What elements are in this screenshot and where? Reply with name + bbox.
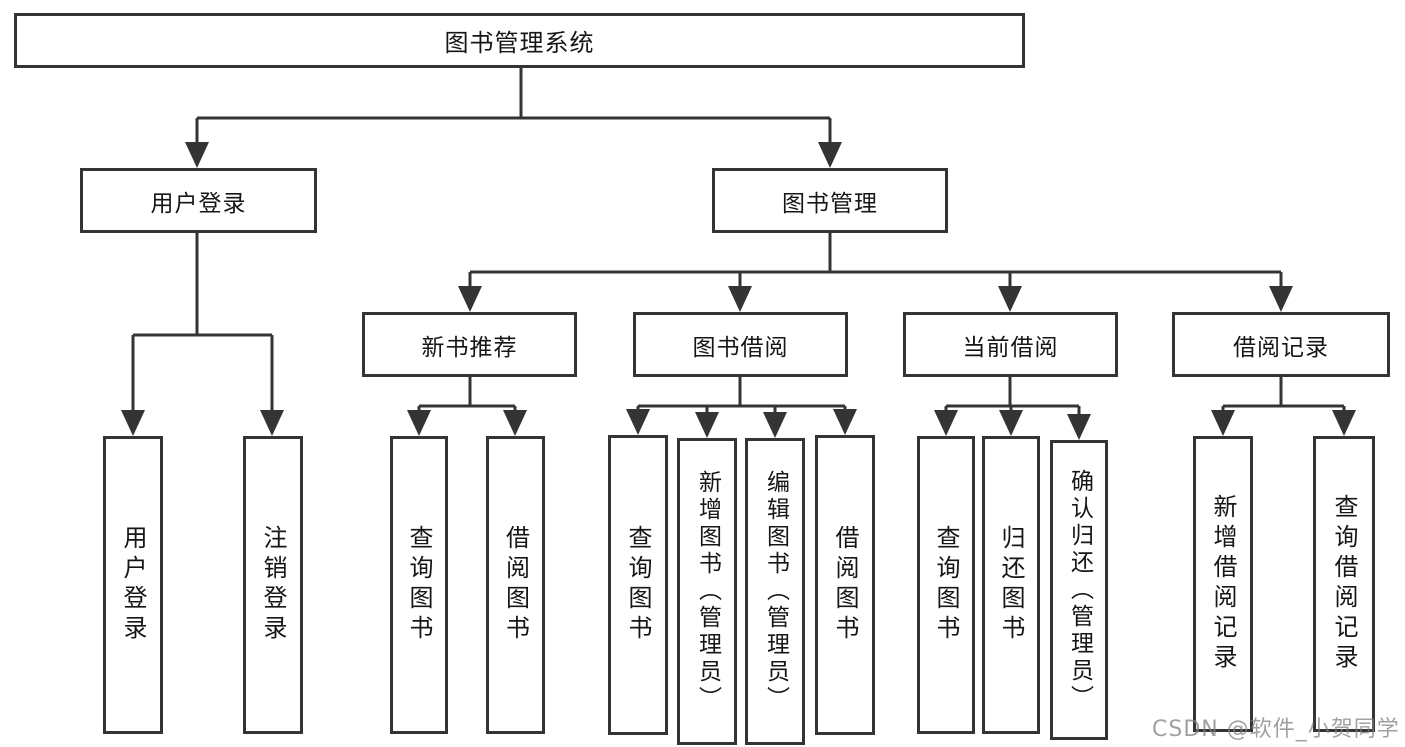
node-root: 图书管理系统 bbox=[14, 13, 1025, 68]
node-borrowing-records: 借阅记录 bbox=[1172, 312, 1390, 377]
leaf-query-books-3-label: 查询图书 bbox=[932, 525, 960, 645]
csdn-watermark: CSDN @软件_小贺同学 bbox=[1152, 717, 1400, 742]
leaf-borrow-books-1-label: 借阅图书 bbox=[501, 525, 530, 645]
leaf-add-books-admin-label: 新增图书（管理员） bbox=[694, 470, 721, 713]
node-root-label: 图书管理系统 bbox=[444, 29, 595, 57]
leaf-query-books-2-label: 查询图书 bbox=[624, 525, 652, 645]
node-new-book-recommend: 新书推荐 bbox=[362, 312, 577, 377]
leaf-return-books: 归还图书 bbox=[982, 436, 1040, 734]
node-borrowing-records-label: 借阅记录 bbox=[1233, 334, 1329, 361]
node-user-login: 用户登录 bbox=[80, 168, 317, 233]
node-book-management-label: 图书管理 bbox=[782, 190, 878, 217]
leaf-edit-books-admin: 编辑图书（管理员） bbox=[745, 438, 805, 745]
node-book-borrowing: 图书借阅 bbox=[633, 312, 848, 377]
node-book-management: 图书管理 bbox=[712, 168, 948, 233]
node-current-borrowing: 当前借阅 bbox=[903, 312, 1118, 377]
leaf-return-books-label: 归还图书 bbox=[997, 525, 1025, 645]
node-current-borrowing-label: 当前借阅 bbox=[962, 334, 1059, 361]
leaf-query-books-3: 查询图书 bbox=[917, 436, 975, 734]
node-user-login-label: 用户登录 bbox=[150, 190, 247, 217]
leaf-sign-out: 注销登录 bbox=[243, 436, 303, 734]
leaf-confirm-return-admin-label: 确认归还（管理员） bbox=[1066, 468, 1093, 712]
node-new-book-recommend-label: 新书推荐 bbox=[421, 334, 518, 361]
leaf-query-books-1-label: 查询图书 bbox=[405, 525, 433, 645]
leaf-query-borrow-record: 查询借阅记录 bbox=[1313, 436, 1375, 732]
leaf-user-login: 用户登录 bbox=[103, 436, 163, 734]
leaf-sign-out-label: 注销登录 bbox=[259, 525, 287, 645]
leaf-user-login-label: 用户登录 bbox=[119, 525, 147, 645]
leaf-borrow-books-2-label: 借阅图书 bbox=[831, 525, 859, 645]
leaf-borrow-books-1: 借阅图书 bbox=[486, 436, 545, 734]
leaf-add-borrow-record-label: 新增借阅记录 bbox=[1209, 494, 1237, 674]
leaf-query-borrow-record-label: 查询借阅记录 bbox=[1330, 494, 1358, 674]
leaf-query-books-1: 查询图书 bbox=[390, 436, 448, 734]
leaf-borrow-books-2: 借阅图书 bbox=[815, 435, 875, 735]
leaf-confirm-return-admin: 确认归还（管理员） bbox=[1050, 440, 1108, 740]
leaf-query-books-2: 查询图书 bbox=[608, 435, 668, 735]
node-book-borrowing-label: 图书借阅 bbox=[692, 334, 789, 361]
leaf-add-books-admin: 新增图书（管理员） bbox=[677, 438, 737, 745]
leaf-add-borrow-record: 新增借阅记录 bbox=[1193, 436, 1253, 732]
leaf-edit-books-admin-label: 编辑图书（管理员） bbox=[762, 470, 789, 713]
arrowhead-icons bbox=[121, 142, 1356, 440]
